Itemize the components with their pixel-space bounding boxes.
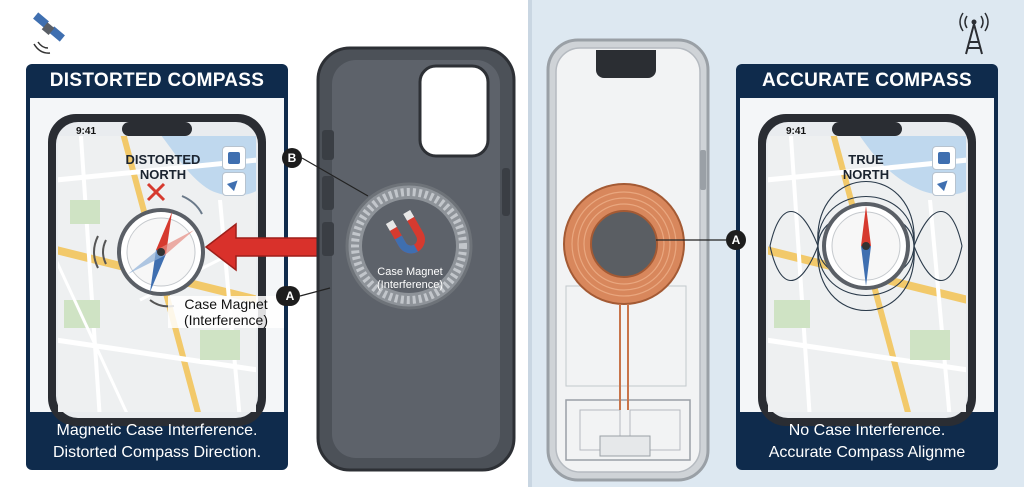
phone-internals-illustration xyxy=(546,38,726,482)
internals-marker-a: A xyxy=(726,230,746,250)
distorted-north-label: DISTORTED NORTH xyxy=(125,152,201,182)
distorted-needle-north xyxy=(156,212,172,254)
true-north-label: TRUE NORTH xyxy=(842,152,890,182)
horseshoe-magnet-icon xyxy=(385,209,425,254)
divider-line xyxy=(528,0,532,487)
cell-tower-icon xyxy=(959,12,989,55)
distorted-caption-line1: Magnetic Case Interference. xyxy=(56,422,258,439)
location-arrow-button[interactable] xyxy=(222,172,246,196)
accurate-needle-south xyxy=(861,246,871,286)
case-marker-b: B xyxy=(282,148,302,168)
accurate-compass xyxy=(822,202,910,290)
accurate-status-time: 9:41 xyxy=(786,126,807,137)
distorted-compass xyxy=(93,195,205,308)
distorted-caption-line2: Distorted Compass Direction. xyxy=(52,444,262,461)
accurate-caption-line1: No Case Interference. xyxy=(788,422,946,439)
wrong-north-x-icon xyxy=(146,182,166,202)
phone-case-illustration xyxy=(299,46,516,472)
case-magnet-label: Case Magnet (Interference) xyxy=(376,266,444,291)
map-layers-button[interactable] xyxy=(222,146,246,170)
distorted-status-time: 9:41 xyxy=(76,126,97,137)
distorted-needle-south xyxy=(150,250,166,292)
satellite-icon xyxy=(33,12,65,54)
map-layers-button-right[interactable] xyxy=(932,146,956,170)
distorted-card-title: DISTORTED COMPASS xyxy=(49,70,265,91)
distorted-callout-label: Case Magnet (Interference) xyxy=(168,296,284,328)
location-arrow-button-right[interactable] xyxy=(932,172,956,196)
accurate-caption-line2: Accurate Compass Alignme xyxy=(768,444,966,461)
field-lines xyxy=(769,181,963,311)
case-marker-a: A xyxy=(280,286,300,306)
accurate-needle-north xyxy=(861,206,871,246)
accurate-card-title: ACCURATE COMPASS xyxy=(762,70,972,91)
